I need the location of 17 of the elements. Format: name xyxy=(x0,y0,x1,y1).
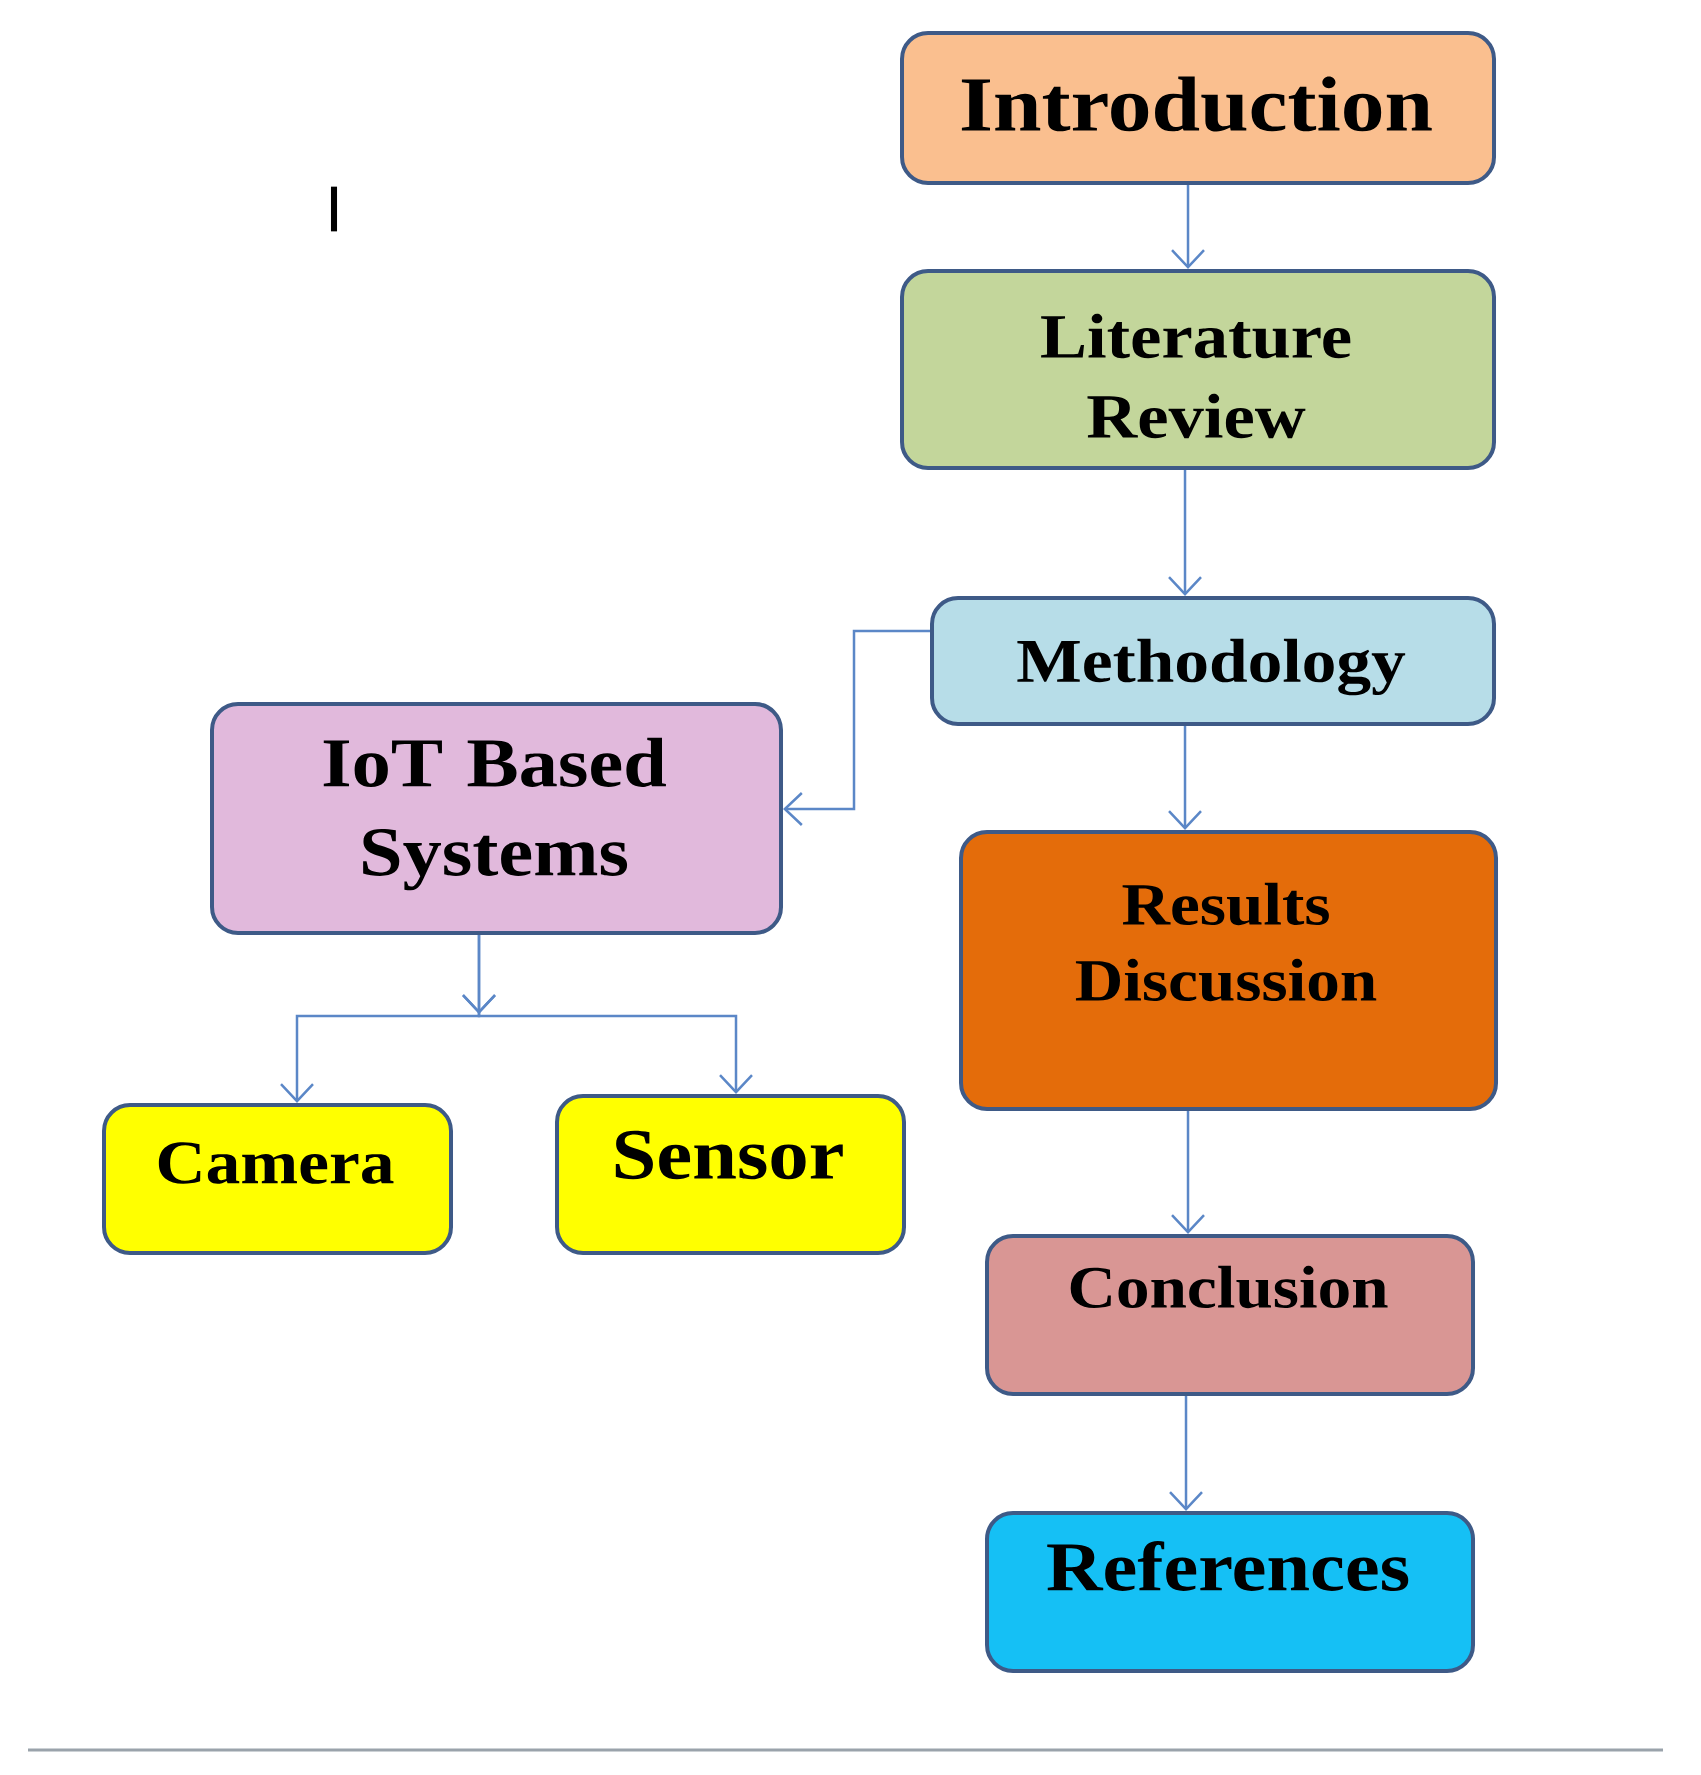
arrow xyxy=(1171,1111,1205,1234)
arrow xyxy=(1168,470,1202,596)
process-box: Results Discussion xyxy=(959,830,1498,1111)
process-box: Introduction xyxy=(900,31,1496,185)
process-box: References xyxy=(985,1511,1475,1673)
arrow xyxy=(783,629,930,826)
arrow xyxy=(462,935,753,1094)
process-box: Camera xyxy=(102,1103,453,1255)
process-box: IoT Based Systems xyxy=(210,702,783,935)
arrow xyxy=(1169,1396,1203,1511)
process-box: Methodology xyxy=(930,596,1496,726)
arrow xyxy=(1171,185,1205,269)
process-box: Literature Review xyxy=(900,269,1496,470)
label-text: I xyxy=(330,186,338,232)
arrow xyxy=(1168,726,1202,830)
process-box: Sensor xyxy=(555,1094,906,1255)
process-box: Conclusion xyxy=(985,1234,1475,1396)
